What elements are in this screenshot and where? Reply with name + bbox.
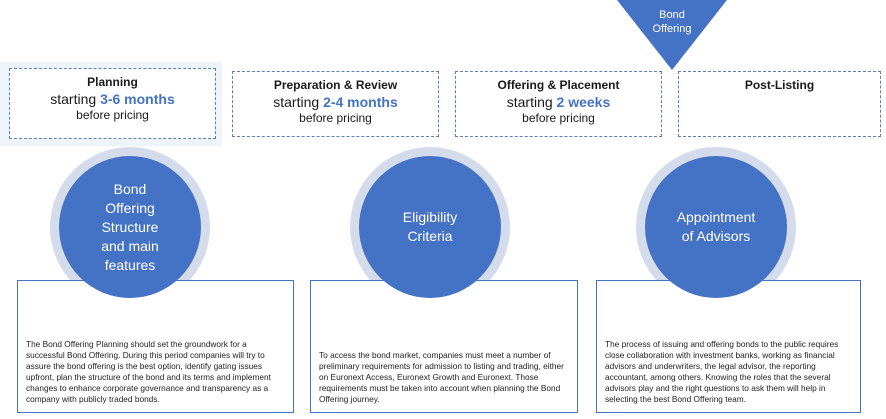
phase-duration: 3-6 months bbox=[100, 91, 175, 107]
step-circle-bond-offering-structure: Bond Offering Structure and main feature… bbox=[59, 156, 201, 298]
phase-title: Post-Listing bbox=[744, 78, 815, 92]
phase-subtitle: before pricing bbox=[76, 108, 149, 122]
step-circle-appointment-of-advisors: Appointment of Advisors bbox=[645, 156, 787, 298]
phase-post-listing: Post-Listing bbox=[678, 71, 881, 137]
phase-title: Offering & Placement bbox=[497, 78, 620, 92]
step-description-box: The Bond Offering Planning should set th… bbox=[17, 280, 294, 413]
phase-offering-placement: Offering & Placement starting 2 weeks be… bbox=[455, 71, 662, 137]
bond-offering-marker bbox=[617, 0, 727, 70]
step-description: The Bond Offering Planning should set th… bbox=[26, 339, 271, 404]
phase-title: Planning bbox=[87, 75, 138, 89]
step-description-box: The process of issuing and offering bond… bbox=[596, 280, 861, 413]
phase-preparation-review: Preparation & Review starting 2-4 months… bbox=[232, 71, 439, 137]
step-description: The process of issuing and offering bond… bbox=[605, 339, 839, 404]
phase-title: Preparation & Review bbox=[273, 78, 398, 92]
phase-planning: Planning starting 3-6 months before pric… bbox=[9, 68, 216, 139]
phase-duration: 2-4 months bbox=[323, 94, 398, 110]
bond-offering-marker-label: Bond Offering bbox=[652, 9, 692, 35]
step-description-box: To access the bond market, companies mus… bbox=[310, 280, 578, 413]
step-circle-eligibility-criteria: Eligibility Criteria bbox=[359, 156, 501, 298]
phase-subtitle: before pricing bbox=[299, 111, 372, 125]
phase-subtitle: before pricing bbox=[522, 111, 595, 125]
phase-duration: 2 weeks bbox=[556, 94, 611, 110]
step-description: To access the bond market, companies mus… bbox=[319, 350, 564, 404]
